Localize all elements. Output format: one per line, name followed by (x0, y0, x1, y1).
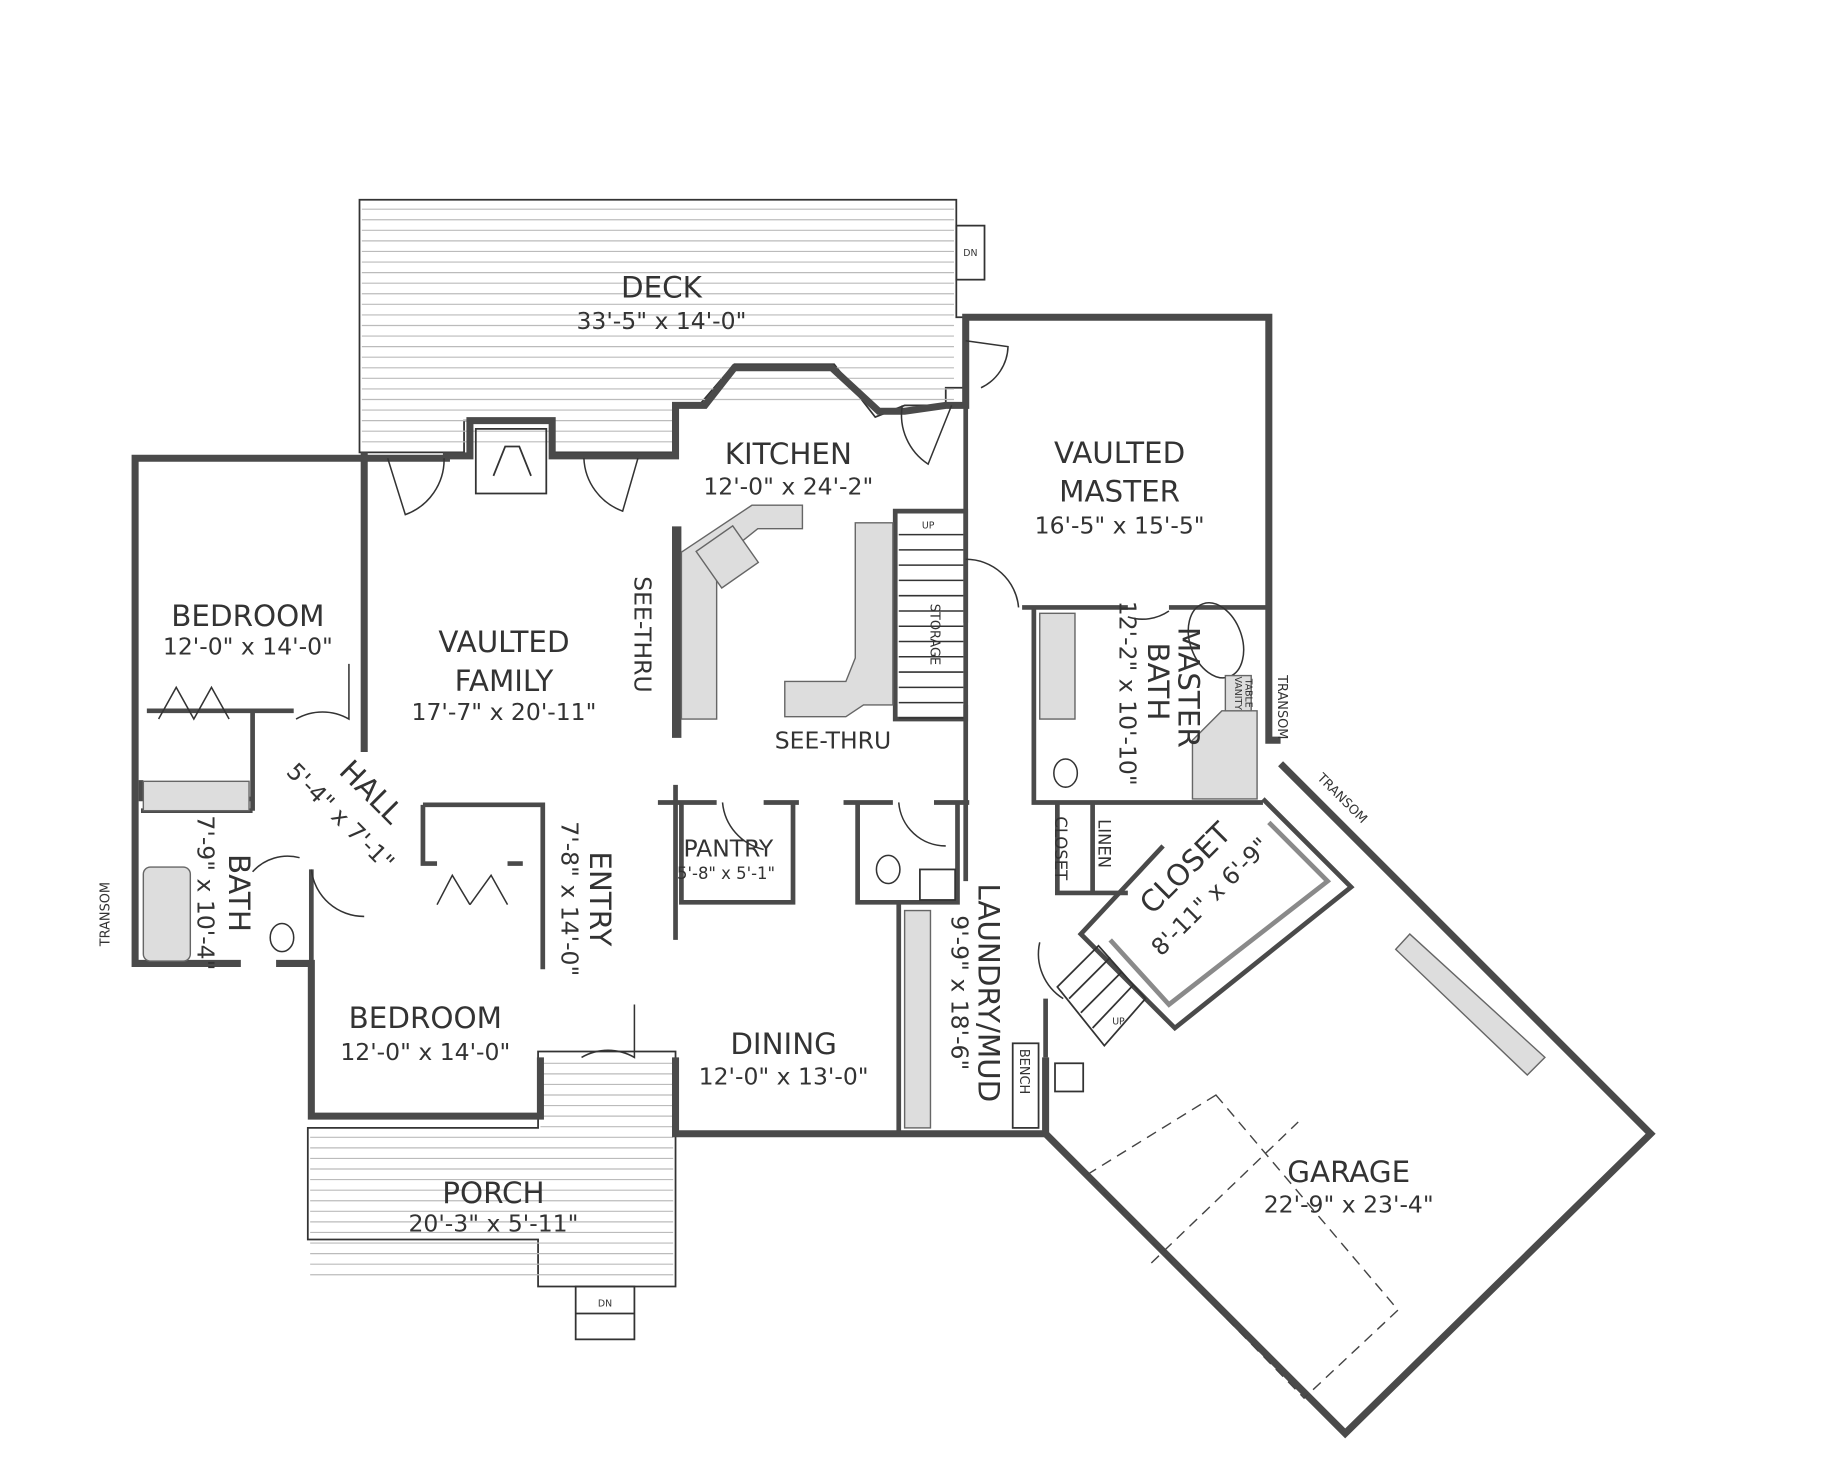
exterior-walls (131, 313, 1656, 1439)
kitchen-label: KITCHEN (725, 437, 852, 471)
master-vanity (1039, 612, 1076, 720)
linen-label: LINEN (1094, 819, 1113, 868)
garage-shelf (1394, 933, 1546, 1077)
transom-label-diagonal: TRANSOM (1313, 770, 1370, 827)
garage-stair-up-label: UP (1112, 1017, 1125, 1028)
doors (157, 339, 1170, 1059)
see-thru-label-2: SEE-THRU (775, 726, 891, 754)
vanity-label: VANITY (1232, 676, 1243, 710)
powder-shower (919, 868, 957, 901)
bench (1011, 1042, 1040, 1129)
bedroom-2-label: BEDROOM (349, 1001, 502, 1035)
transom-label-right: TRANSOM (1274, 674, 1289, 739)
master-dims: 16'-5" x 15'-5" (1035, 511, 1205, 539)
bath-vanity (142, 780, 250, 812)
garage-stairs: UP (1056, 944, 1147, 1048)
dining-label: DINING (730, 1027, 837, 1061)
room-labels: DECK 33'-5" x 14'-0" KITCHEN 12'-0" x 24… (98, 270, 1433, 1237)
bath-label: BATH (222, 854, 256, 932)
family-label-2: FAMILY (455, 664, 554, 698)
entry-dims: 7'-8" x 14'-0" (556, 821, 584, 976)
see-thru-label-1: SEE-THRU (628, 576, 656, 692)
master-toilet (1053, 758, 1079, 788)
porch-dims: 20'-3" x 5'-11" (408, 1209, 578, 1237)
laundry-dims: 9'-9" x 18'-6" (946, 915, 974, 1070)
porch-label: PORCH (442, 1176, 544, 1210)
porch: DN (306, 1050, 677, 1341)
master-bath-dims: 12'-2" x 10'-10" (1114, 601, 1142, 786)
master-shower (1191, 710, 1258, 800)
storage-label: STORAGE (926, 604, 941, 665)
bath-dims: 7'-9" x 10'-4" (191, 815, 219, 970)
bedroom-2-dims: 12'-0" x 14'-0" (340, 1038, 510, 1066)
kitchen-sink (695, 524, 760, 589)
porch-stair-label: DN (598, 1298, 612, 1309)
bedroom-1-dims: 12'-0" x 14'-0" (163, 632, 333, 660)
pantry-dims: 5'-8" x 5'-1" (677, 864, 775, 883)
garage-label: GARAGE (1287, 1155, 1410, 1189)
master-label-2: MASTER (1059, 475, 1180, 509)
master-bath-label-1: MASTER (1171, 627, 1205, 748)
deck-dims: 33'-5" x 14'-0" (576, 307, 746, 335)
master-bath-label-2: BATH (1141, 642, 1175, 720)
laundry-label: LAUNDRY/MUD (972, 883, 1006, 1102)
kitchen-dims: 12'-0" x 24'-2" (703, 473, 873, 501)
powder-toilet (875, 854, 901, 885)
bedroom-1-label: BEDROOM (171, 599, 324, 633)
deck-stairs (955, 224, 986, 281)
garage-sink (1054, 1062, 1085, 1093)
family-label-1: VAULTED (438, 625, 569, 659)
toilet (269, 922, 295, 953)
master-closet-walls (1077, 797, 1355, 1032)
entry-label: ENTRY (583, 851, 617, 946)
dining-dims: 12'-0" x 13'-0" (699, 1062, 869, 1090)
garage-parking-outline (1085, 1094, 1400, 1400)
closet-small-label: CLOSET (1051, 816, 1070, 881)
interior-walls (138, 405, 1269, 1134)
deck-stair-label: DN (963, 248, 977, 259)
fireplace (474, 427, 548, 495)
laundry-counter (903, 909, 932, 1129)
garage-dims: 22'-9" x 23'-4" (1264, 1190, 1434, 1218)
vanity-table (1224, 674, 1252, 712)
table-label: TABLE (1242, 678, 1253, 708)
pantry-label: PANTRY (683, 835, 773, 863)
bench-label: BENCH (1016, 1049, 1031, 1094)
stairs-to-storage: UP (898, 521, 964, 719)
stair-up-label: UP (922, 521, 935, 532)
family-dims: 17'-7" x 20'-11" (412, 698, 597, 726)
transom-label-left: TRANSOM (98, 882, 113, 947)
deck-label: DECK (621, 270, 703, 304)
kitchen-counter-right (784, 522, 894, 718)
master-label-1: VAULTED (1054, 436, 1185, 470)
bathtub (142, 866, 192, 962)
